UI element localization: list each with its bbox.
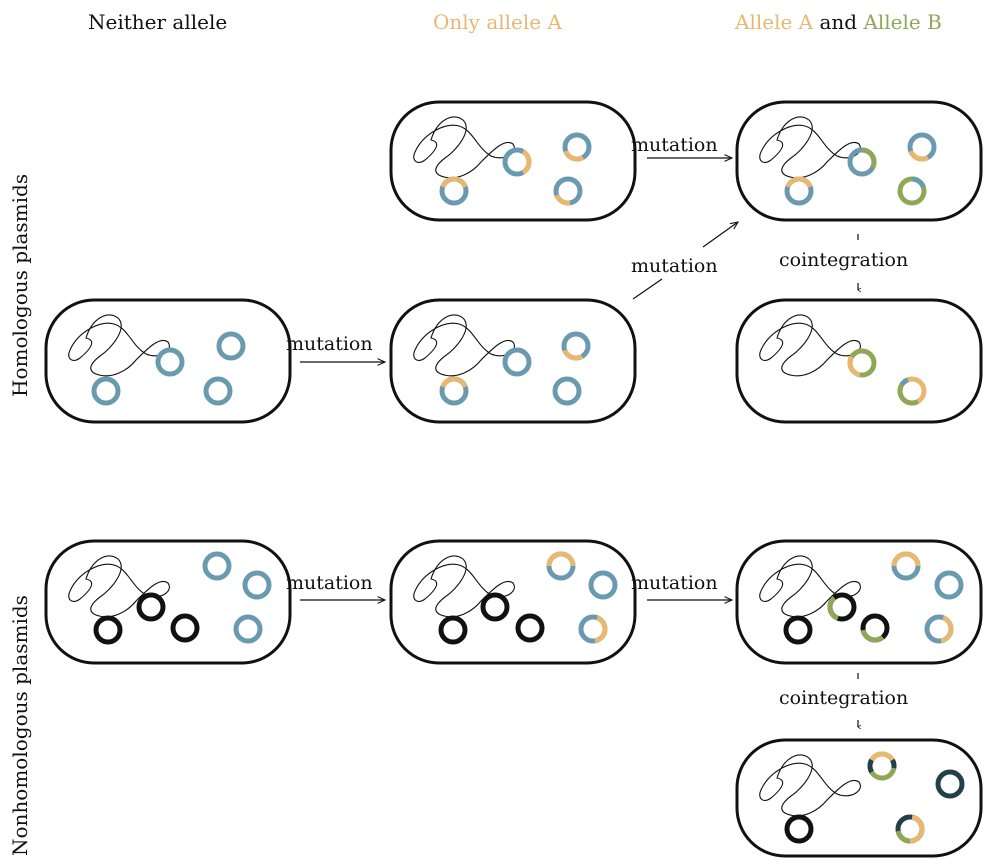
plasmid-allele-a xyxy=(502,147,532,177)
cell-h-onlyA-top xyxy=(389,100,637,222)
header-allele-b: Allele B xyxy=(863,10,942,34)
plasmid-dark-teal xyxy=(935,769,965,799)
plasmid-black-allele-b xyxy=(860,613,890,643)
plasmid-black xyxy=(784,814,814,844)
plasmid-black-allele-b xyxy=(827,592,857,622)
chromosome xyxy=(759,754,861,817)
plasmid-blue xyxy=(588,570,618,600)
row-label-homologous: Homologous plasmids xyxy=(8,173,32,397)
plasmid-black xyxy=(480,592,510,622)
chromosome xyxy=(759,555,861,618)
plasmid-blue xyxy=(203,376,233,406)
plasmid-allele-a xyxy=(553,176,583,206)
cell-membrane xyxy=(735,100,983,222)
plasmid-allele-a xyxy=(562,132,592,162)
mutation-label-n2: mutation xyxy=(631,572,718,594)
plasmid-blue xyxy=(934,570,964,600)
plasmid-black xyxy=(515,613,545,643)
mutation-label-h2: mutation xyxy=(631,134,718,156)
arrow-h-diagonal-lower xyxy=(632,278,663,300)
cell-n-both xyxy=(735,539,983,665)
plasmid-black xyxy=(783,615,813,645)
plasmid-allele-a xyxy=(784,176,814,206)
plasmid-black xyxy=(170,613,200,643)
plasmid-allele-a xyxy=(439,176,469,206)
cell-n-cointegrate xyxy=(735,738,983,858)
plasmid-black xyxy=(438,615,468,645)
header-neither-allele: Neither allele xyxy=(88,10,228,34)
cell-membrane xyxy=(735,738,983,858)
cell-membrane xyxy=(44,539,292,665)
header-both-alleles: Allele A and Allele B xyxy=(735,10,942,34)
plasmid-cointegrate xyxy=(867,751,897,781)
row-label-nonhomologous: Nonhomologous plasmids xyxy=(8,595,32,856)
chromosome xyxy=(413,314,515,377)
cell-h-neither xyxy=(44,298,292,424)
plasmid-blue xyxy=(216,331,246,361)
plasmid-allele-a xyxy=(439,376,469,406)
plasmid-cointegrate xyxy=(897,376,927,406)
plasmid-black xyxy=(93,615,123,645)
plasmid-blue xyxy=(552,376,582,406)
arrows-layer xyxy=(300,158,862,730)
mutation-label-h3: mutation xyxy=(631,255,718,277)
plasmid-black xyxy=(136,592,166,622)
mutation-label-n1: mutation xyxy=(286,572,373,594)
plasmid-blue xyxy=(91,376,121,406)
arrow-labels: mutation mutation mutation cointegration… xyxy=(286,134,908,709)
chromosome xyxy=(759,116,861,179)
cointegration-label-h: cointegration xyxy=(779,249,908,271)
chromosome xyxy=(413,116,515,179)
plasmid-blue xyxy=(242,570,272,600)
cell-membrane xyxy=(44,298,292,424)
plasmid-allele-b xyxy=(847,147,877,177)
plasmid-allele-a xyxy=(924,614,954,644)
plasmid-blue xyxy=(155,347,185,377)
mutation-label-h1: mutation xyxy=(286,333,373,355)
cell-membrane xyxy=(735,539,983,665)
plasmid-allele-a xyxy=(546,551,576,581)
plasmid-cointegrate xyxy=(895,814,925,844)
chromosome xyxy=(68,314,170,377)
plasmid-blue xyxy=(233,614,263,644)
plasmid-allele-a xyxy=(907,132,937,162)
cell-h-cointegrate xyxy=(735,298,983,424)
cell-membrane xyxy=(389,539,637,665)
cell-n-neither xyxy=(44,539,292,665)
chromosome xyxy=(413,555,515,618)
plasmid-allele-a xyxy=(561,331,591,361)
plasmid-allele-b xyxy=(897,176,927,206)
cells-layer xyxy=(44,100,983,858)
plasmid-cointegrate xyxy=(847,348,877,378)
header-and: and xyxy=(819,10,858,34)
cointegration-label-n: cointegration xyxy=(779,687,908,709)
chromosome xyxy=(759,314,861,377)
plasmid-blue xyxy=(202,551,232,581)
cell-membrane xyxy=(389,298,637,424)
plasmid-allele-a xyxy=(578,614,608,644)
cell-h-onlyA-mid xyxy=(389,298,637,424)
header-allele-a: Allele A xyxy=(735,10,814,34)
cell-h-both xyxy=(735,100,983,222)
arrow-h-diagonal-upper xyxy=(702,222,738,248)
cell-membrane xyxy=(735,298,983,424)
header-only-allele-a: Only allele A xyxy=(433,10,562,34)
plasmid-allele-a xyxy=(891,551,921,581)
chromosome xyxy=(68,555,170,618)
cell-membrane xyxy=(389,100,637,222)
cell-n-onlyA xyxy=(389,539,637,665)
plasmid-blue xyxy=(502,347,532,377)
